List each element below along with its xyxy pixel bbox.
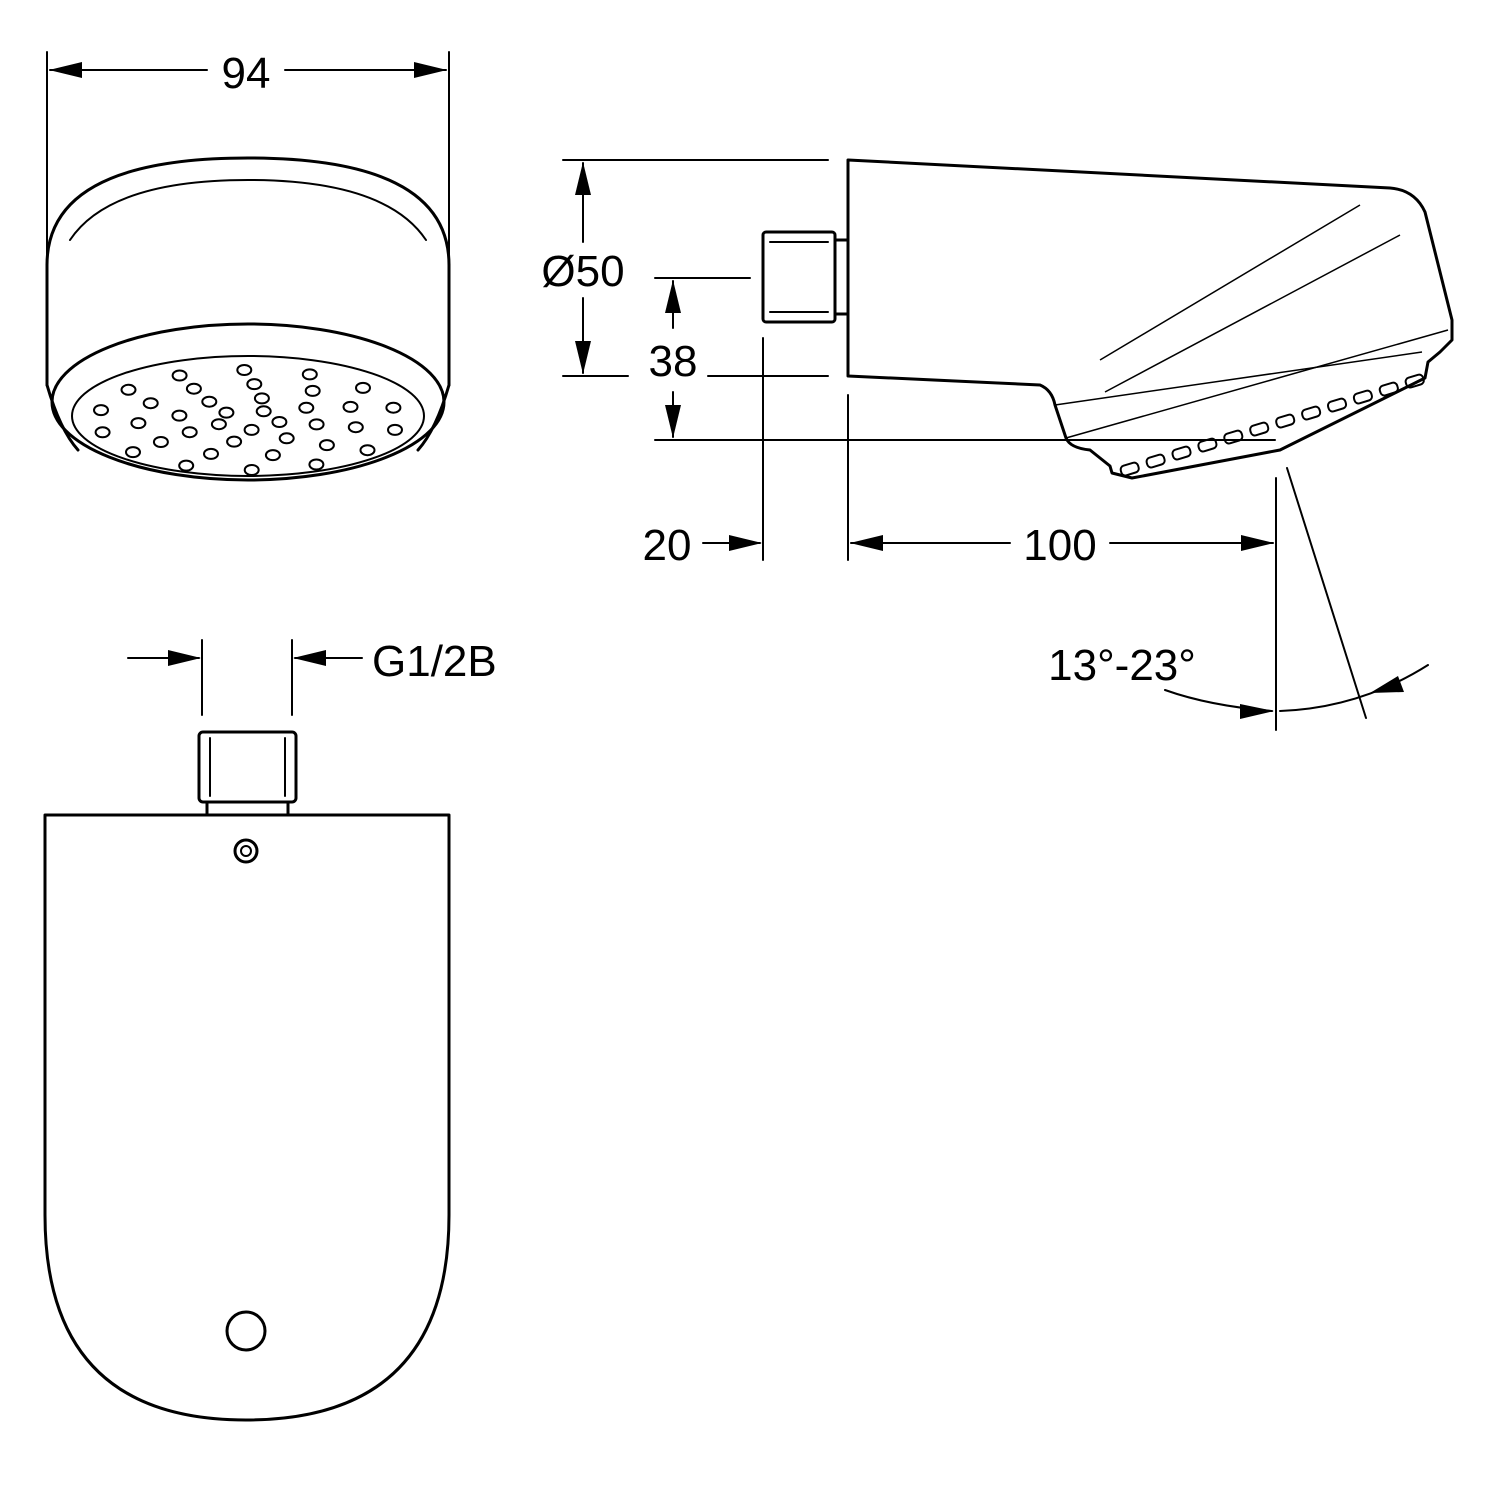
dimension-38: 38 xyxy=(649,277,1276,441)
connector-side xyxy=(761,230,850,324)
spray-hole-icon xyxy=(253,392,270,405)
dimension-100-label: 100 xyxy=(1023,521,1096,570)
dimension-20: 20 xyxy=(643,337,764,570)
spray-hole-icon xyxy=(171,409,188,422)
spray-hole-icon xyxy=(181,426,198,439)
shower-head-side xyxy=(846,158,1454,480)
dimension-94: 94 xyxy=(46,49,450,263)
spray-nozzle-icon xyxy=(1171,445,1192,461)
spray-nozzle-icon xyxy=(1145,453,1166,469)
spray-hole-icon xyxy=(255,405,272,418)
spray-hole-icon xyxy=(271,416,288,428)
shower-body-top xyxy=(43,813,451,1422)
spray-hole-icon xyxy=(94,426,111,439)
spray-hole-icon xyxy=(318,439,335,452)
spray-nozzle-icon xyxy=(1119,461,1140,477)
spray-hole-icon xyxy=(347,421,364,434)
spray-hole-icon xyxy=(178,459,195,472)
dimension-94-label: 94 xyxy=(222,49,271,98)
dimension-thread: G1/2B xyxy=(127,637,497,716)
spray-hole-icon xyxy=(308,458,325,471)
spray-hole-icon xyxy=(359,444,376,457)
spray-hole-icon xyxy=(385,401,402,414)
spray-hole-icon xyxy=(93,404,109,417)
spray-nozzle-icon xyxy=(1378,381,1399,397)
spray-hole-icon xyxy=(120,383,137,396)
spray-nozzle-icon xyxy=(1223,429,1244,445)
spray-hole-icon xyxy=(201,395,218,408)
dimension-angle: 13°-23° xyxy=(1048,467,1429,719)
dimension-angle-label: 13°-23° xyxy=(1048,641,1196,690)
spray-hole-icon xyxy=(226,435,243,448)
spray-hole-icon xyxy=(210,418,227,431)
spray-hole-icon xyxy=(185,382,202,395)
dimension-thread-label: G1/2B xyxy=(372,637,497,686)
spray-nozzle-icon xyxy=(1326,397,1348,413)
spray-nozzle-icon xyxy=(1404,373,1425,389)
top-view: G1/2B xyxy=(43,637,497,1422)
spray-hole-icon xyxy=(130,417,147,430)
side-spray-nozzles xyxy=(1119,373,1425,477)
dimension-38-label: 38 xyxy=(649,337,698,386)
dimension-100: 100 xyxy=(847,394,1277,731)
spray-hole-icon xyxy=(308,418,325,431)
hanging-hole-icon xyxy=(225,1310,267,1352)
spray-hole-icon xyxy=(125,446,141,459)
spray-hole-icon xyxy=(243,464,260,476)
dimension-20-label: 20 xyxy=(643,521,692,570)
spray-hole-icon xyxy=(278,432,295,445)
front-view: 94 xyxy=(45,49,451,482)
spray-hole-icon xyxy=(355,381,371,394)
spray-hole-icon xyxy=(218,406,235,419)
spray-nozzle-icon xyxy=(1301,405,1322,421)
spray-hole-icon xyxy=(342,400,359,413)
side-view: Ø50 38 xyxy=(541,158,1454,731)
spray-hole-icon xyxy=(236,364,253,376)
spray-hole-icon xyxy=(142,397,159,410)
spray-hole-icon xyxy=(298,401,315,414)
spray-nozzle-icon xyxy=(1352,389,1373,405)
spray-hole-icon xyxy=(203,447,219,460)
connector-top xyxy=(197,730,298,817)
spray-hole-icon xyxy=(387,423,403,436)
dimension-diameter-label: Ø50 xyxy=(541,247,624,296)
screw-icon xyxy=(233,838,259,864)
spray-nozzle-icon xyxy=(1197,437,1218,453)
spray-holes xyxy=(93,364,403,476)
spray-hole-icon xyxy=(304,384,321,397)
spray-hole-icon xyxy=(264,449,281,462)
spray-hole-icon xyxy=(152,436,169,448)
spray-nozzle-icon xyxy=(1249,421,1270,437)
spray-hole-icon xyxy=(246,378,263,391)
dimension-diameter: Ø50 xyxy=(541,159,829,377)
spray-hole-icon xyxy=(243,423,260,436)
spray-nozzle-icon xyxy=(1275,413,1296,429)
shower-head-front xyxy=(45,156,451,482)
spray-hole-icon xyxy=(171,369,188,382)
spray-hole-icon xyxy=(301,368,318,381)
